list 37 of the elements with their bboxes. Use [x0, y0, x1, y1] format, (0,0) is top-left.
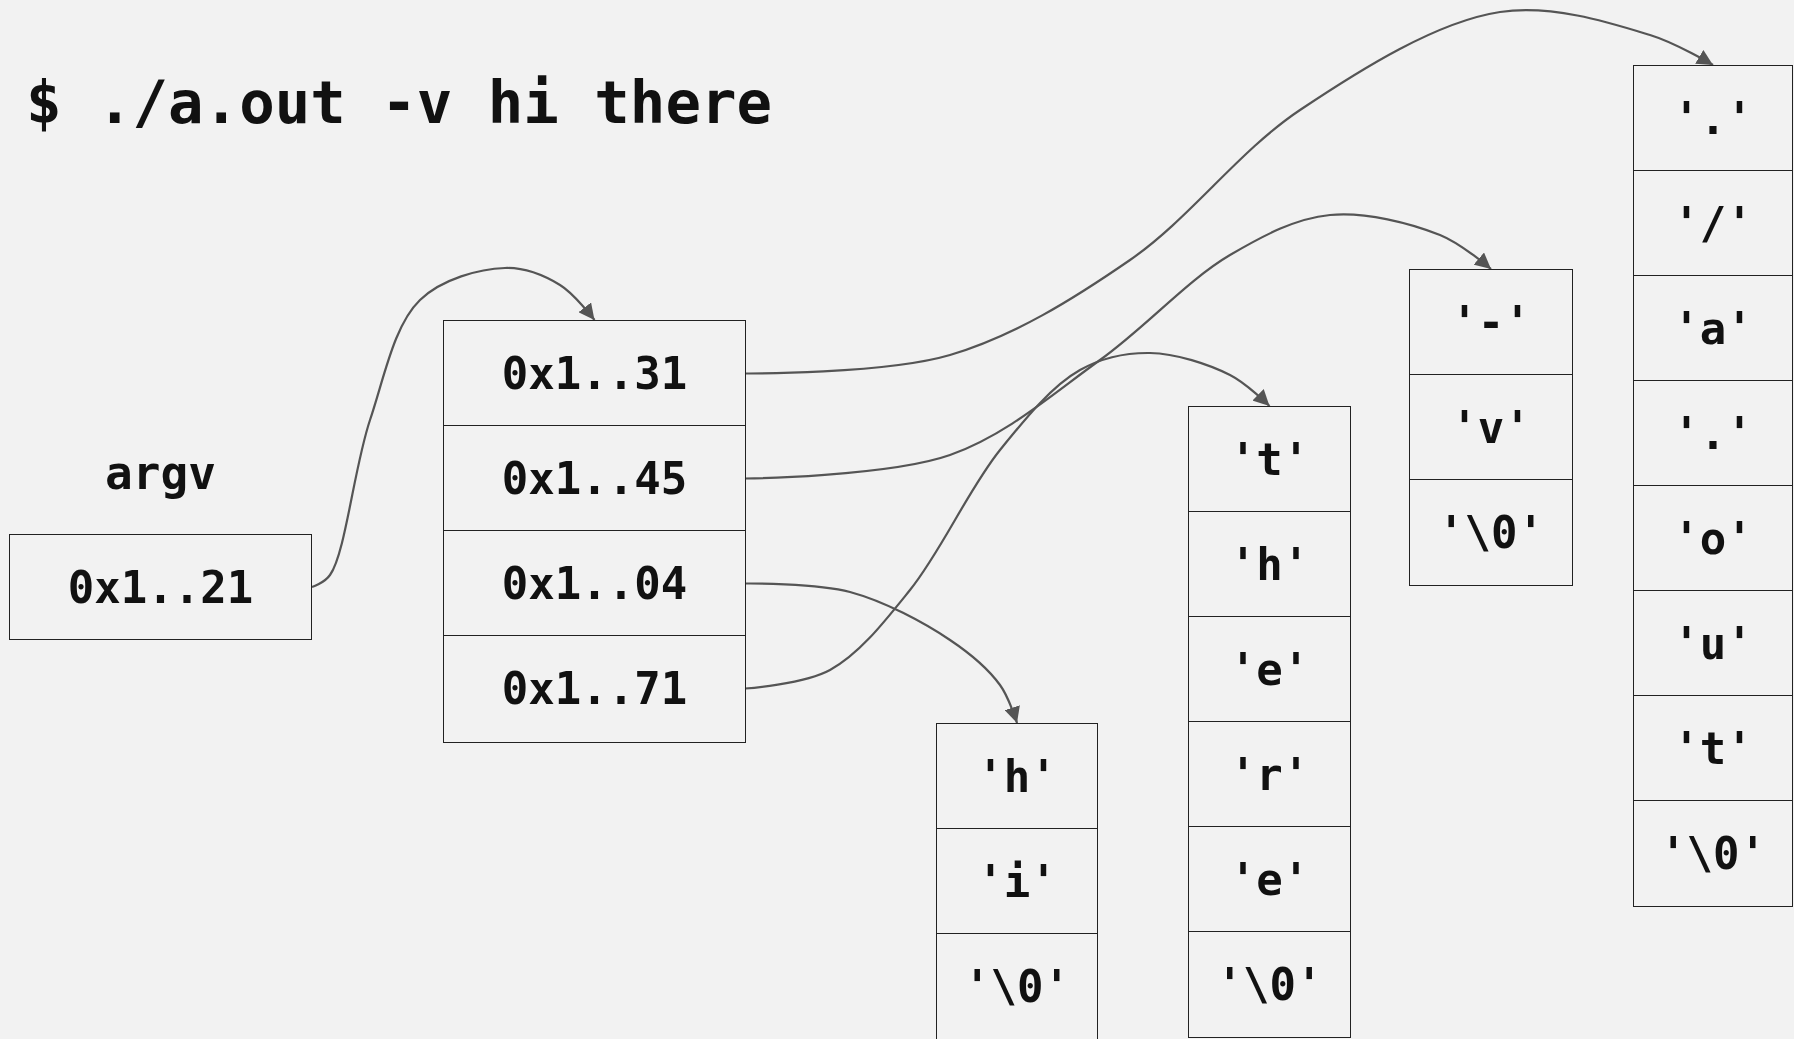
array-cell: '\0'	[1189, 932, 1350, 1037]
array-cell: 't'	[1634, 696, 1792, 801]
array-box	[1188, 406, 1351, 1038]
command-line: $ ./a.out -v hi there	[26, 68, 772, 137]
array-box	[443, 320, 746, 743]
arrow	[744, 213, 1492, 480]
array-cell: 'a'	[1634, 276, 1792, 381]
array-cell: 0x1..04	[444, 531, 745, 636]
arrow	[745, 9, 1714, 375]
array-cell: 't'	[1189, 407, 1350, 512]
array-cell: 'v'	[1410, 375, 1572, 480]
array-cell: 'e'	[1189, 827, 1350, 932]
array-cell: '-'	[1410, 270, 1572, 375]
arrow	[745, 582, 1020, 724]
array-cell: '\0'	[937, 934, 1097, 1039]
array-cell: 'e'	[1189, 617, 1350, 722]
array-cell: 'r'	[1189, 722, 1350, 827]
array-box	[1409, 269, 1573, 586]
array-cell: 0x1..71	[444, 636, 745, 741]
array-cell: 'o'	[1634, 486, 1792, 591]
array-cell: 0x1..31	[444, 321, 745, 426]
arrow	[744, 351, 1271, 690]
variable-name: argv	[104, 446, 217, 500]
array-cell: '\0'	[1410, 480, 1572, 585]
array-cell: 'h'	[1189, 512, 1350, 617]
array-cell: '\0'	[1634, 801, 1792, 906]
array-cell: '.'	[1634, 381, 1792, 486]
array-cell: 'h'	[937, 724, 1097, 829]
array-cell: '.'	[1634, 66, 1792, 171]
array-cell: 'i'	[937, 829, 1097, 934]
pointer-box: 0x1..21	[9, 534, 312, 640]
array-cell: '/'	[1634, 171, 1792, 276]
arrow	[311, 266, 596, 588]
array-box	[936, 723, 1098, 1039]
array-box	[1633, 65, 1793, 907]
array-cell: 0x1..45	[444, 426, 745, 531]
array-cell: 'u'	[1634, 591, 1792, 696]
